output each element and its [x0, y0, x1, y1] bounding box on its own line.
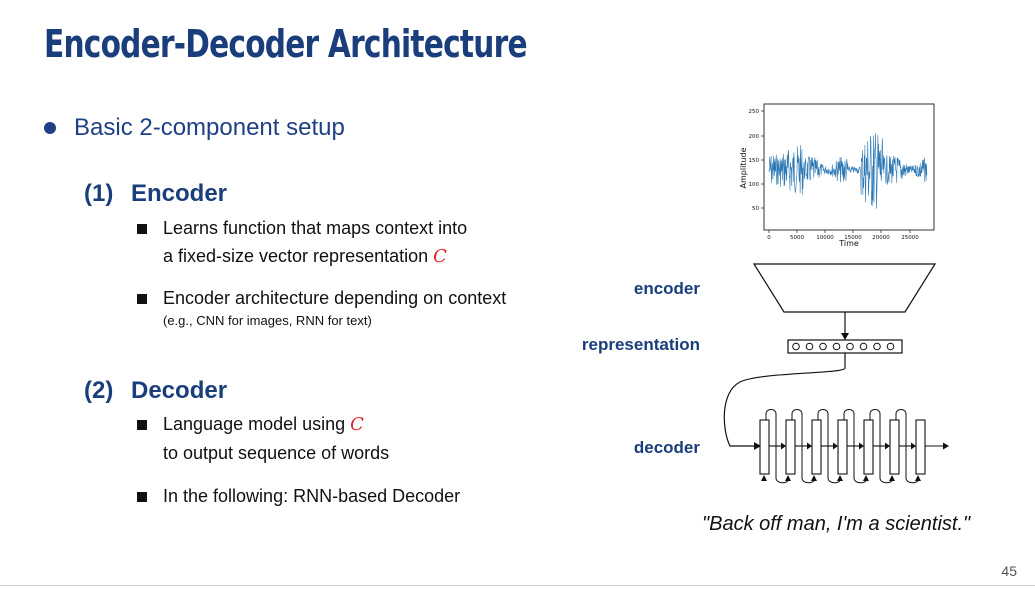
- y-axis-label: Amplitude: [739, 147, 748, 188]
- y-tick-label: 250: [749, 109, 760, 115]
- representation-vector: [787, 339, 903, 354]
- item-line: Language model using: [163, 414, 346, 434]
- y-ticks: 250 200 150 100 50: [749, 109, 764, 212]
- square-bullet-icon: [137, 294, 147, 304]
- arrow-head-icon: [761, 475, 767, 481]
- rnn-cell: [811, 419, 822, 475]
- x-tick-label: 0: [767, 235, 771, 241]
- main-bullet: Basic 2-component setup: [44, 114, 345, 142]
- rnn-cell: [785, 419, 796, 475]
- arrow-head-icon: [911, 442, 916, 450]
- arrow-head-icon: [915, 475, 921, 481]
- x-tick-label: 15000: [844, 235, 862, 241]
- x-ticks: 0 5000 10000 15000 20000 25000: [767, 230, 919, 241]
- x-tick-label: 25000: [901, 235, 919, 241]
- arrow-head-icon: [841, 333, 849, 340]
- section-encoder-heading: (1) Encoder: [84, 180, 227, 208]
- rnn-feedback-loop: [765, 409, 789, 484]
- x-tick-label: 20000: [872, 235, 890, 241]
- y-tick-label: 50: [752, 206, 759, 212]
- rnn-feedback-loop: [869, 409, 893, 484]
- vector-cell: [886, 342, 895, 351]
- y-tick-label: 100: [749, 182, 760, 188]
- waveform-plot: 250 200 150 100 50 0 5000 10000 15000 20000 25000…: [739, 103, 935, 248]
- rnn-feedback-loop: [895, 409, 919, 484]
- representation-symbol: C: [350, 414, 364, 435]
- item-line: a fixed-size vector representation: [163, 246, 429, 266]
- arrow-head-icon: [785, 475, 791, 481]
- section-label: Encoder: [131, 180, 228, 207]
- context-connection: [723, 353, 846, 447]
- rnn-cell: [915, 419, 926, 475]
- encoder-item-2: Encoder architecture depending on contex…: [137, 284, 506, 330]
- item-note: (e.g., CNN for images, RNN for text): [163, 313, 372, 328]
- arrow-head-icon: [833, 442, 838, 450]
- output-sentence: "Back off man, I'm a scientist.": [702, 513, 971, 535]
- rnn-feedback-loop: [817, 409, 841, 484]
- rnn-cell: [759, 419, 770, 475]
- section-number: (2): [84, 377, 114, 404]
- rnn-feedback-loop: [843, 409, 867, 484]
- arrow-head-icon: [859, 442, 864, 450]
- item-line: Encoder architecture depending on contex…: [163, 288, 507, 308]
- x-axis-label: Time: [838, 239, 859, 248]
- section-decoder-heading: (2) Decoder: [84, 377, 227, 405]
- vector-cell: [819, 342, 827, 351]
- square-bullet-icon: [137, 492, 147, 502]
- decoder-item-1: Language model using C to output sequenc…: [137, 410, 389, 467]
- item-line: Learns function that maps context into: [163, 218, 468, 238]
- footer-divider: [0, 585, 1035, 586]
- x-tick-label: 5000: [790, 235, 804, 241]
- section-number: (1): [84, 180, 114, 207]
- y-tick-label: 150: [749, 158, 760, 164]
- rnn-cell: [863, 419, 874, 475]
- arrow-head-icon: [837, 475, 843, 481]
- vector-cell: [792, 342, 800, 351]
- slide-title: Encoder-Decoder Architecture: [44, 22, 528, 66]
- bullet-dot-icon: [44, 122, 56, 134]
- y-tick-label: 200: [749, 134, 760, 140]
- vector-cells: [792, 342, 895, 351]
- arrow-head-icon: [807, 442, 812, 450]
- decoder-item-2: In the following: RNN-based Decoder: [137, 482, 460, 510]
- representation-label: representation: [581, 335, 700, 354]
- decoder-label: decoder: [633, 438, 700, 457]
- item-line: to output sequence of words: [163, 443, 390, 463]
- arrow-head-icon: [885, 442, 890, 450]
- vector-cell: [859, 342, 868, 351]
- main-bullet-text: Basic 2-component setup: [74, 114, 345, 141]
- arrow-head-icon: [754, 442, 761, 450]
- rnn-feedback-loop: [791, 409, 815, 484]
- encoder-label: encoder: [633, 279, 700, 298]
- arrow-head-icon: [863, 475, 869, 481]
- vector-cell: [832, 342, 841, 351]
- page-number: 45: [1001, 563, 1017, 579]
- square-bullet-icon: [137, 420, 147, 430]
- square-bullet-icon: [137, 224, 147, 234]
- rnn-cell: [837, 419, 848, 475]
- representation-symbol: C: [433, 246, 447, 267]
- item-line: In the following: RNN-based Decoder: [163, 486, 461, 506]
- decoder-rnn-chain: [759, 409, 949, 484]
- arrow-head-icon: [943, 442, 949, 450]
- arrow-head-icon: [811, 475, 817, 481]
- section-label: Decoder: [131, 377, 228, 404]
- vector-cell: [846, 342, 854, 351]
- x-tick-label: 10000: [816, 235, 834, 241]
- arrow-head-icon: [781, 442, 786, 450]
- vector-cell: [873, 342, 881, 351]
- encoder-trapezoid: [752, 263, 937, 313]
- encoder-item-1: Learns function that maps context into a…: [137, 214, 467, 271]
- rnn-cell: [889, 419, 900, 475]
- arrow-head-icon: [889, 475, 895, 481]
- vector-cell: [805, 342, 814, 351]
- waveform-line: [768, 132, 928, 209]
